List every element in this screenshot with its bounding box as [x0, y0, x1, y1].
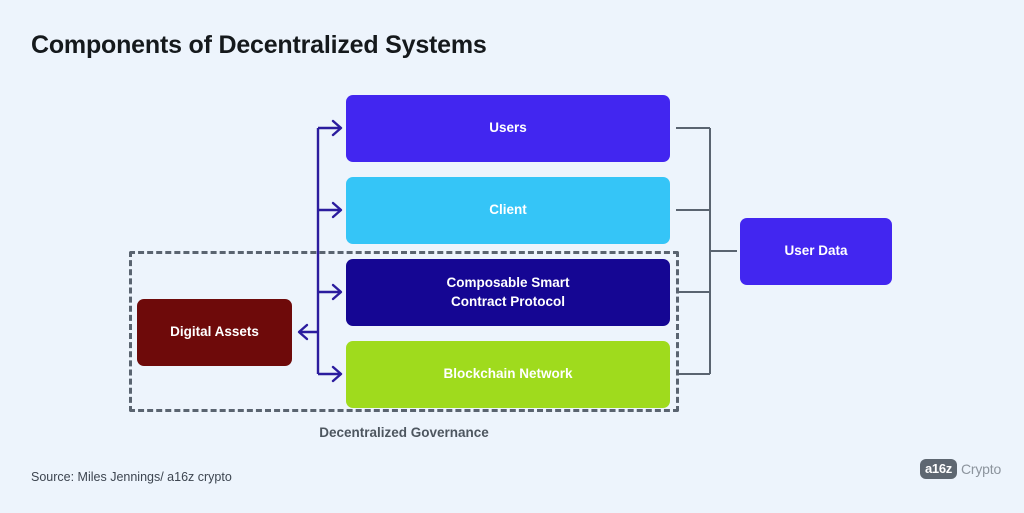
node-client[interactable]: Client — [346, 177, 670, 244]
node-client-label: Client — [489, 202, 527, 218]
node-digital-assets[interactable]: Digital Assets — [137, 299, 292, 366]
a16z-logo-badge: a16z — [920, 459, 957, 479]
node-users-label: Users — [489, 120, 527, 136]
arrowhead-users — [331, 119, 343, 137]
arrowhead-client — [331, 201, 343, 219]
a16z-crypto-logo: a16z Crypto — [920, 459, 1001, 479]
source-credit: Source: Miles Jennings/ a16z crypto — [31, 470, 232, 484]
node-blockchain-network[interactable]: Blockchain Network — [346, 341, 670, 408]
node-blockchain-label: Blockchain Network — [443, 366, 573, 382]
node-digital-assets-label: Digital Assets — [170, 324, 259, 340]
gray-bracket-connectors — [676, 127, 737, 375]
node-users[interactable]: Users — [346, 95, 670, 162]
decentralized-governance-label: Decentralized Governance — [319, 425, 489, 440]
node-user-data[interactable]: User Data — [740, 218, 892, 285]
page-title: Components of Decentralized Systems — [31, 31, 487, 59]
node-user-data-label: User Data — [784, 243, 848, 259]
node-protocol-label: Composable Smart Contract Protocol — [446, 274, 570, 309]
a16z-logo-wordmark: Crypto — [961, 461, 1002, 477]
decentralized-governance-region — [129, 251, 679, 412]
node-composable-smart-contract-protocol[interactable]: Composable Smart Contract Protocol — [346, 259, 670, 326]
